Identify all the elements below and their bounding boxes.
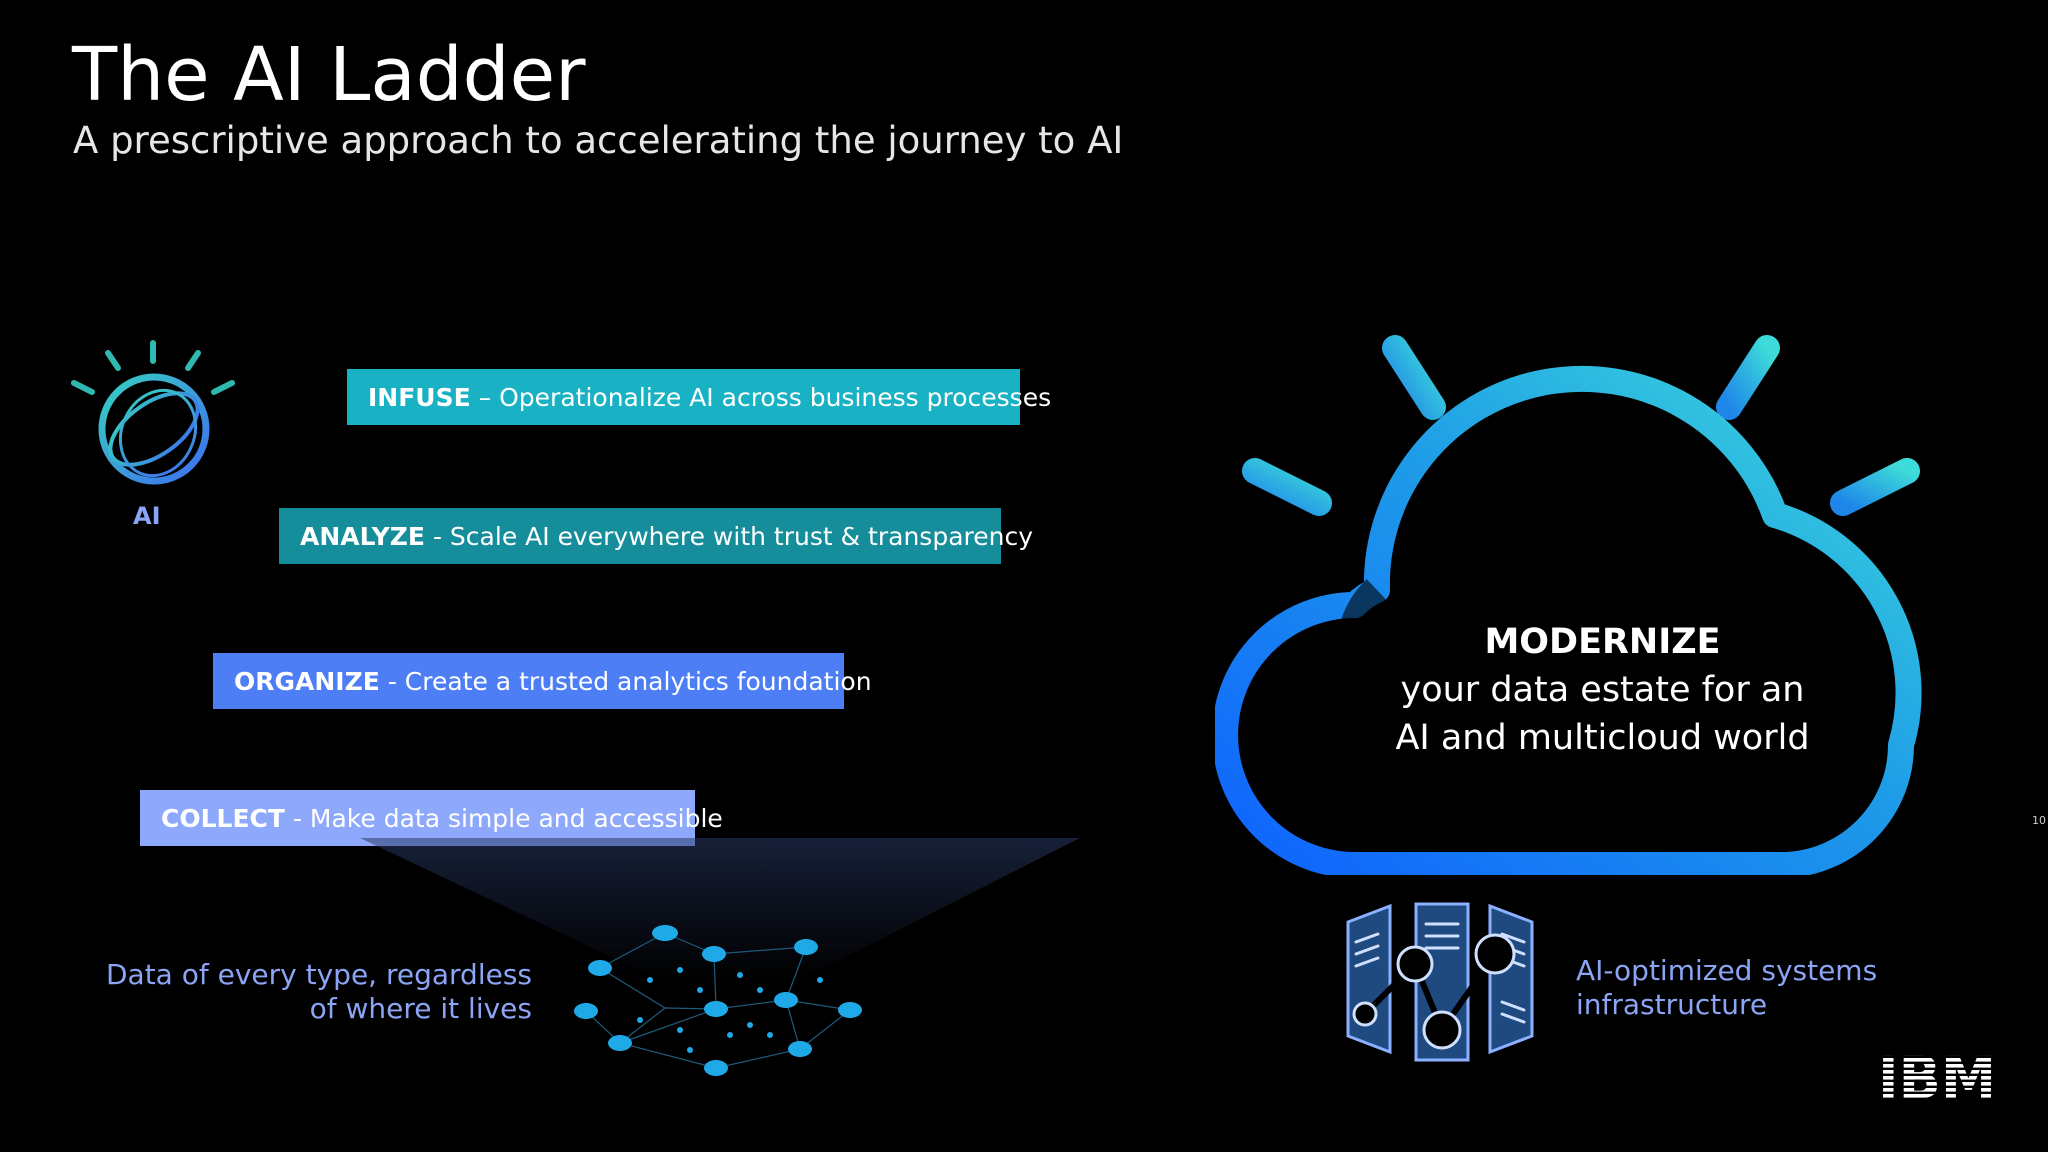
ibm-logo-icon: IBM bbox=[1878, 1052, 1996, 1102]
step-name: COLLECT bbox=[161, 803, 285, 833]
cloud-icon bbox=[1215, 285, 1922, 875]
infrastructure-caption: AI-optimized systems infrastructure bbox=[1576, 954, 1878, 1021]
cloud-line-1: your data estate for an bbox=[1400, 670, 1805, 710]
cloud-line-2: AI and multicloud world bbox=[1395, 718, 1810, 758]
page-title: The AI Ladder bbox=[72, 32, 586, 118]
step-desc: - Make data simple and accessible bbox=[292, 803, 723, 833]
step-name: INFUSE bbox=[368, 382, 471, 412]
server-rack-icon bbox=[1346, 902, 1534, 1062]
data-network-graphic bbox=[360, 838, 1080, 1076]
ladder-step-collect: COLLECT- Make data simple and accessible bbox=[140, 790, 723, 846]
cloud-heading: MODERNIZE bbox=[1484, 622, 1721, 662]
step-desc: - Scale AI everywhere with trust & trans… bbox=[432, 521, 1034, 551]
step-name: ORGANIZE bbox=[234, 666, 380, 696]
ladder-step-infuse: INFUSE– Operationalize AI across busines… bbox=[347, 369, 1051, 425]
step-desc: – Operationalize AI across business proc… bbox=[478, 382, 1052, 412]
step-name: ANALYZE bbox=[300, 521, 425, 551]
page-number: 10 bbox=[2032, 814, 2046, 827]
step-desc: - Create a trusted analytics foundation bbox=[387, 666, 872, 696]
svg-text:IBM: IBM bbox=[1878, 1052, 1996, 1102]
ladder-step-analyze: ANALYZE- Scale AI everywhere with trust … bbox=[279, 508, 1033, 564]
data-caption: Data of every type, regardless of where … bbox=[105, 958, 532, 1025]
page-subtitle: A prescriptive approach to accelerating … bbox=[73, 119, 1124, 162]
watson-icon bbox=[71, 340, 235, 485]
cloud-message: MODERNIZE your data estate for an AI and… bbox=[1335, 618, 1870, 762]
ai-label: AI bbox=[133, 502, 161, 530]
ladder-step-organize: ORGANIZE- Create a trusted analytics fou… bbox=[213, 653, 872, 709]
